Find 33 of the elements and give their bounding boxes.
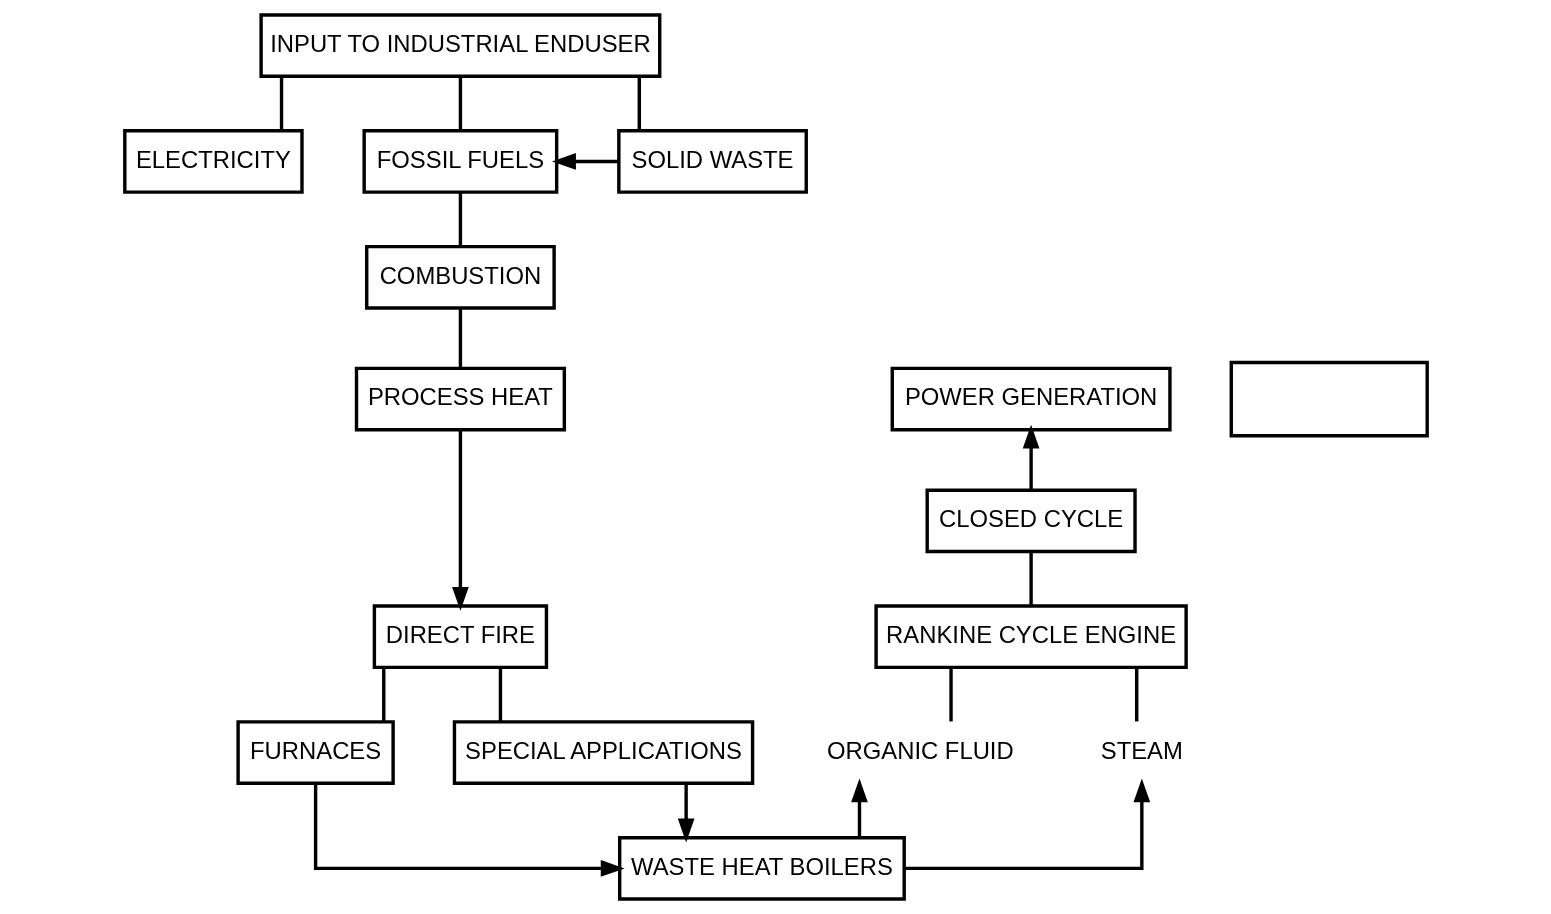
- connector: [1028, 551, 1033, 606]
- node-box: FURNACES: [235, 720, 395, 785]
- arrow: [677, 783, 694, 843]
- node-box: SPECIAL APPLICATIONS: [452, 720, 754, 785]
- node-box: FOSSIL FUELS: [361, 129, 558, 194]
- node-box: PROCESS HEAT: [354, 366, 566, 432]
- arrow: [904, 778, 1150, 871]
- node-box: DIRECT FIRE: [372, 604, 548, 670]
- arrow: [1022, 424, 1039, 490]
- connector: [458, 192, 462, 247]
- node-text: ORGANIC FLUID: [826, 736, 1014, 764]
- connector: [458, 308, 462, 368]
- node-box: INPUT TO INDUSTRIAL ENDUSER: [258, 13, 661, 78]
- arrow: [850, 778, 868, 838]
- connector: [637, 76, 641, 131]
- node-box: [1229, 360, 1429, 438]
- node-box: ELECTRICITY: [122, 129, 304, 194]
- connector: [1134, 667, 1138, 722]
- node-box: CLOSED CYCLE: [925, 488, 1137, 554]
- arrow: [551, 153, 618, 170]
- node-box: RANKINE CYCLE ENGINE: [873, 604, 1188, 670]
- connector: [948, 667, 953, 722]
- node-box: POWER GENERATION: [890, 366, 1172, 432]
- connector: [279, 76, 283, 131]
- connector: [381, 667, 385, 722]
- arrow: [313, 783, 625, 877]
- node-box: COMBUSTION: [364, 244, 556, 310]
- node-text: STEAM: [1100, 736, 1183, 764]
- connector: [498, 667, 502, 722]
- node-box: SOLID WASTE: [616, 129, 808, 194]
- node-box: WASTE HEAT BOILERS: [617, 836, 906, 901]
- connector: [458, 76, 462, 131]
- arrow: [451, 430, 469, 611]
